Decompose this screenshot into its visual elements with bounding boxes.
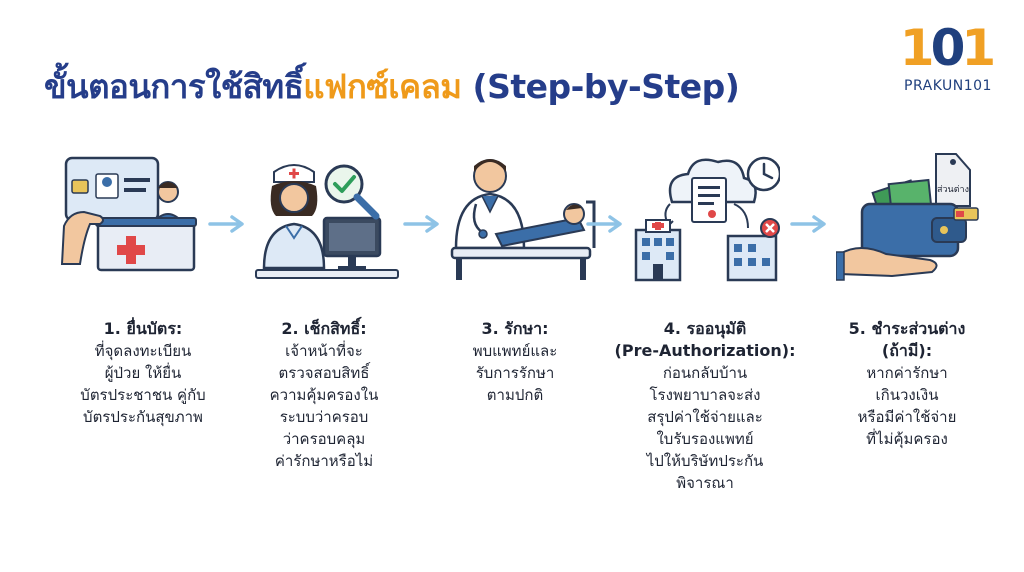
step-1-text: 1. ยื่นบัตร: ที่จุดลงทะเบียน ผู้ป่วย ให้… <box>48 318 238 428</box>
step-5-text: 5. ชำระส่วนต่าง (ถ้ามี): หากค่ารักษา เกิ… <box>812 318 1002 450</box>
logo-brand-text: PRAKUN101 <box>904 78 992 94</box>
title-suffix: (Step-by-Step) <box>461 67 740 106</box>
wallet-payment-icon: ส่วนต่าง <box>836 153 979 281</box>
tag-label: ส่วนต่าง <box>937 185 969 195</box>
logo-number: 101 <box>896 18 996 78</box>
step-2-title: 2. เช็กสิทธิ์: <box>281 319 367 338</box>
step-4-text: 4. รออนุมัติ (Pre-Authorization): ก่อนกล… <box>610 318 800 494</box>
logo-digit-1b: 1 <box>961 19 996 77</box>
step-5-subtitle: (ถ้ามี): <box>881 341 933 360</box>
step-4-description: ก่อนกลับบ้าน โรงพยาบาลจะส่ง สรุปค่าใช้จ่… <box>646 364 764 492</box>
id-card-desk-icon <box>60 156 197 272</box>
logo-digit-0: 0 <box>930 19 966 77</box>
arrow-right-icon <box>403 215 439 233</box>
step-2-text: 2. เช็กสิทธิ์: เจ้าหน้าที่จะ ตรวจสอบสิทธ… <box>229 318 419 472</box>
doctor-patient-bed-icon <box>450 159 596 280</box>
step-5-description: หากค่ารักษา เกินวงเงิน หรือมีค่าใช้จ่าย … <box>857 364 957 448</box>
step-2-description: เจ้าหน้าที่จะ ตรวจสอบสิทธิ์ ความคุ้มครอง… <box>269 342 379 470</box>
arrow-right-icon <box>790 215 826 233</box>
hospital-document-approval-icon <box>634 156 780 282</box>
step-4-subtitle: (Pre-Authorization): <box>614 341 796 360</box>
brand-logo: 101 PRAKUN101 <box>896 18 1004 104</box>
title-highlight: แฟกซ์เคลม <box>303 67 462 106</box>
step-3-title: 3. รักษา: <box>481 319 549 338</box>
arrow-right-icon <box>586 215 622 233</box>
title-main: ขั้นตอนการใช้สิทธิ์ <box>44 67 304 106</box>
page-title: ขั้นตอนการใช้สิทธิ์แฟกซ์เคลม (Step-by-St… <box>44 60 740 113</box>
step-3-text: 3. รักษา: พบแพทย์และ รับการรักษา ตามปกติ <box>420 318 610 406</box>
step-5-title: 5. ชำระส่วนต่าง <box>848 319 966 338</box>
step-1-title: 1. ยื่นบัตร: <box>103 319 183 338</box>
logo-digit-1: 1 <box>899 19 935 77</box>
step-4-title: 4. รออนุมัติ <box>663 319 747 338</box>
step-3-description: พบแพทย์และ รับการรักษา ตามปกติ <box>472 342 558 404</box>
nurse-computer-check-icon <box>255 164 399 279</box>
step-1-description: ที่จุดลงทะเบียน ผู้ป่วย ให้ยื่น บัตรประช… <box>80 342 206 426</box>
arrow-right-icon <box>208 215 244 233</box>
